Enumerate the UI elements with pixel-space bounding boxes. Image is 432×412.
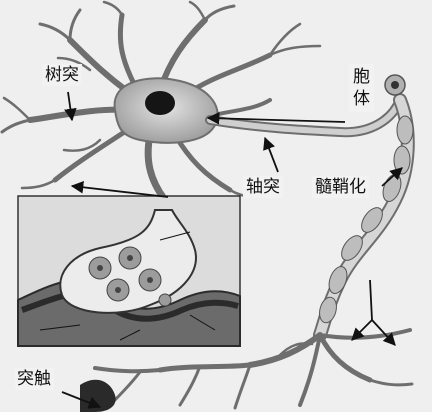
schwann-nucleus: [391, 81, 399, 89]
dendrite-label: 树突: [42, 64, 82, 86]
myelination-label: 髓鞘化: [312, 176, 369, 198]
nucleus: [145, 91, 175, 115]
cell-body-label-top: 胞: [353, 66, 370, 88]
synapse-label: 突触: [14, 368, 54, 390]
axon-label: 轴突: [243, 176, 283, 198]
cell-body-label-bottom: 体: [353, 88, 370, 110]
synapse-inset: [18, 196, 240, 346]
cell-body-label: 胞 体: [349, 64, 374, 112]
